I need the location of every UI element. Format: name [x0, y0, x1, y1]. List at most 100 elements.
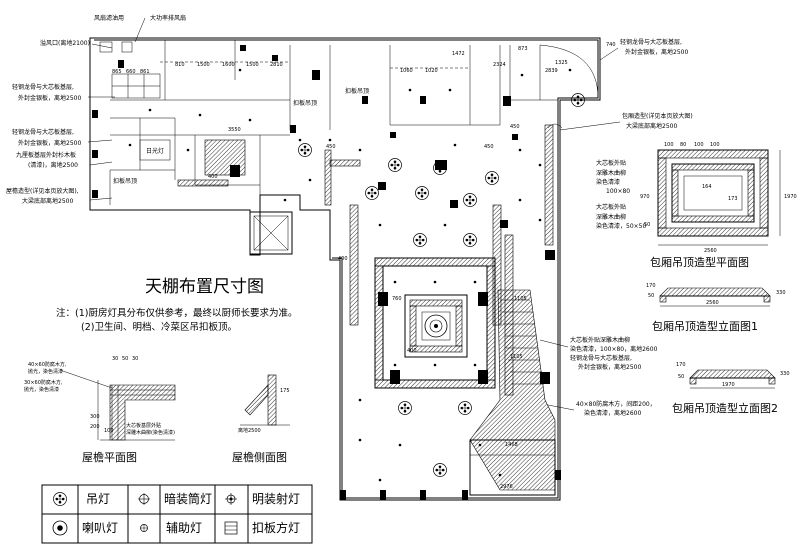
elev1-dim-50: 50 — [648, 293, 654, 299]
callout-sq-a: 40×80防腐木方，间距200， — [576, 400, 656, 408]
callout-core-f: 深雕木曲柳 — [596, 213, 626, 221]
pendant-lamp-icon — [53, 492, 67, 506]
eave-plan-note-d: 抛光，染色清漆 — [24, 386, 59, 393]
box-elev2-title: 包厢吊顶造型立面图2 — [672, 401, 778, 415]
callout-keel3-a: 轻钢龙骨与大芯板基层, — [620, 38, 682, 46]
dim-450c: 450 — [510, 124, 520, 130]
eave-plan-dim-50: 50 — [122, 356, 128, 362]
box-dim-2560: 2560 — [704, 248, 717, 254]
dim-1600: 1600 — [222, 62, 235, 68]
legend-table: 吊灯 暗装筒灯 明装射灯 喇叭灯 辅助灯 扣板方灯 — [41, 484, 313, 544]
elev2-dim-1970: 1970 — [722, 382, 735, 388]
dim-1060: 1060 — [400, 68, 413, 74]
dim-1468: 1468 — [505, 442, 518, 448]
dim-1105b: 1105 — [510, 354, 523, 360]
callout-daylight: 日光灯 — [146, 147, 164, 155]
dim-400c: 400 — [338, 256, 348, 262]
eave-plan-dim-200: 200 — [90, 424, 100, 430]
callout-mid-a: 大芯板外贴深雕木曲柳 — [570, 336, 630, 344]
buckle-panel-lamp-icon — [224, 521, 238, 535]
dim-2976: 2976 — [500, 484, 513, 490]
dim-1500a: 1500 — [197, 62, 210, 68]
elev2-dim-50: 50 — [678, 374, 684, 380]
box-dim-100b: 100 — [694, 142, 704, 148]
dim-660: 660 — [126, 69, 136, 75]
auxiliary-lamp-icon — [140, 524, 148, 532]
dim-760: 760 — [392, 296, 402, 302]
callout-vent: 溢风口(离地2100) — [40, 39, 90, 47]
elev2-dim-330: 330 — [780, 371, 790, 377]
box-plan-title: 包厢吊顶造型平面图 — [650, 255, 749, 269]
note-line-2: (2)卫生间、明档、冷菜区吊扣板顶。 — [81, 321, 237, 333]
dim-1472: 1472 — [452, 51, 465, 57]
eave-plan-note-e: 大芯板基层外贴 — [126, 422, 161, 429]
box-elev1-title: 包厢吊顶造型立面图1 — [652, 319, 758, 333]
callout-keel3-b: 外封金银板，离地2500 — [625, 48, 688, 56]
callout-core-c: 染色清漆 — [596, 178, 620, 186]
note-line-1: 注：(1)厨房灯具分布仅供参考，最终以厨师长要求为准。 — [56, 307, 297, 319]
elev2-dim-170: 170 — [676, 362, 686, 368]
dim-2839: 2839 — [545, 68, 558, 74]
dim-450a: 450 — [326, 144, 336, 150]
callout-box-b: 大梁底部离地2500 — [626, 122, 677, 130]
legend-label-pendant: 吊灯 — [86, 492, 110, 506]
dim-400a: 400 — [208, 174, 218, 180]
eave-side-note: 离地2500 — [238, 427, 261, 434]
callout-core-g: 染色清漆，50×50 — [596, 222, 646, 230]
dim-873: 873 — [518, 46, 528, 52]
plan-callouts: 风扇滤油用 大功率排风扇 溢风口(离地2100) 轻钢龙骨与大芯板基层, 外封金… — [6, 14, 693, 417]
callout-keel1-b: 外封金银板，离地2500 — [18, 94, 81, 102]
callout-buckle1: 扣板吊顶 — [113, 177, 137, 185]
eave-plan-note-a: 40×60防腐木方, — [28, 361, 67, 368]
dim-1020: 1020 — [425, 68, 438, 74]
dim-810: 810 — [175, 62, 185, 68]
dim-2810: 2810 — [270, 62, 283, 68]
callout-nine-b: (清漆)，离地2500 — [28, 161, 78, 169]
eave-plan: 40×60防腐木方, 抛光，染色清漆 30×60防腐木方, 抛光，染色清漆 大芯… — [24, 356, 176, 464]
eave-plan-note-b: 抛光，染色清漆 — [28, 368, 63, 375]
box-dim-100c: 100 — [710, 142, 720, 148]
callout-keel1-a: 轻钢龙骨与大芯板基层, — [12, 83, 74, 91]
box-dim-50: 50 — [644, 222, 650, 228]
callout-mid-c: 轻钢龙骨与大芯板基层, — [570, 354, 632, 362]
eave-plan-title: 屋檐平面图 — [82, 450, 137, 464]
elev1-dim-2560: 2560 — [706, 300, 719, 306]
eave-side-title: 屋檐侧面图 — [232, 450, 287, 464]
callout-nine-a: 九厘板基层外封杉木板 — [16, 151, 76, 159]
callout-buckle3: 扣板吊顶 — [345, 87, 369, 95]
eave-plan-dim-30b: 30 — [132, 356, 138, 362]
recessed-downlight-icon — [138, 493, 150, 505]
callout-eave-b: 大梁底部离地2500 — [22, 197, 73, 205]
box-dim-970: 970 — [640, 194, 650, 200]
legend-label-speaker: 喇叭灯 — [82, 520, 118, 535]
dim-861: 861 — [140, 69, 150, 75]
surface-spotlight-icon — [225, 493, 237, 505]
dim-1105a: 1105 — [514, 296, 527, 302]
callout-box-a: 包厢造型(详见本页放大图) — [622, 112, 693, 120]
callout-core-a: 大芯板外贴 — [596, 159, 626, 167]
dim-740: 740 — [606, 42, 616, 48]
callout-mid-b: 染色清漆，100×80，离地2600 — [570, 345, 658, 353]
box-ceiling-plan: 100 80 100 100 970 50 164 173 1970 2560 … — [640, 142, 797, 269]
dim-865: 865 — [112, 69, 122, 75]
eave-plan-note-f: 深雕木曲柳(染色清漆) — [126, 429, 175, 436]
eave-plan-note-c: 30×60防腐木方, — [24, 379, 63, 386]
eave-plan-dim-300: 300 — [90, 414, 100, 420]
page-title: 天棚布置尺寸图 — [145, 277, 264, 297]
legend-label-recessed: 暗装筒灯 — [164, 491, 212, 506]
eave-side: 175 离地2500 屋檐侧面图 — [232, 374, 290, 464]
callout-mid-d: 外封金银板，离地2500 — [578, 363, 641, 371]
callout-buckle2: 扣板吊顶 — [293, 99, 317, 107]
elev1-dim-170: 170 — [646, 283, 656, 289]
callout-eave-a: 屋檐造型(详见本页放大图), — [6, 187, 79, 195]
callout-exhaust: 大功率排风扇 — [150, 14, 186, 22]
callout-filter: 风扇滤油用 — [94, 14, 124, 22]
eave-side-dim-175: 175 — [280, 388, 290, 394]
box-ceiling-elevation-2: 1970 170 50 330 包厢吊顶造型立面图2 — [672, 362, 790, 415]
floor-plan — [89, 37, 601, 501]
box-dim-173: 173 — [728, 196, 738, 202]
callout-sq-b: 染色清漆，离地2600 — [584, 409, 641, 417]
callout-core-e: 大芯板外贴 — [596, 203, 626, 211]
eave-plan-dim-100: 100 — [104, 428, 114, 434]
